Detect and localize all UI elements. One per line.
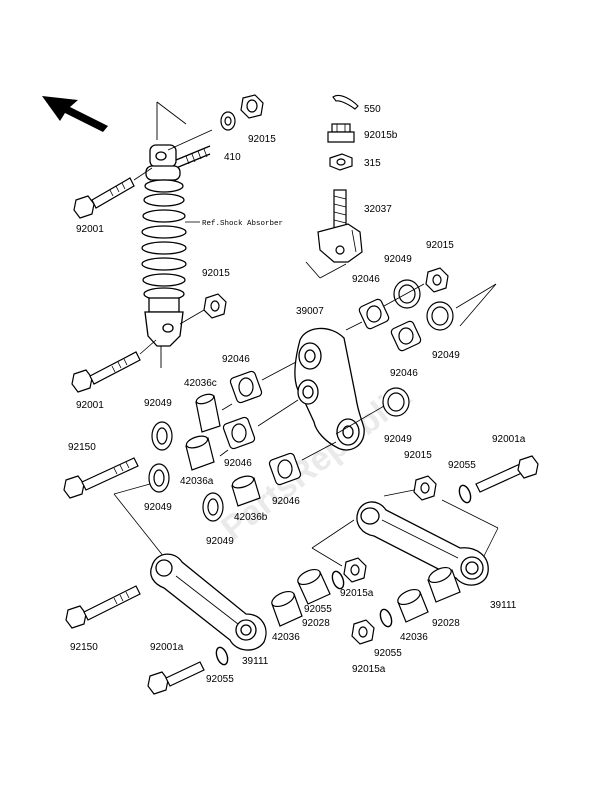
tie-rod-39111-right [356,501,489,586]
label-92046-l1: 92046 [222,354,250,365]
bolt-92001-mid [71,339,157,393]
label-410: 410 [224,152,241,163]
guide-lines-right-lower [311,489,499,567]
sleeve-42036b [231,475,261,507]
tie-rod-39111-left [150,553,267,651]
seal-92049-l3 [202,492,224,522]
bolt-92001-top [73,167,153,219]
label-92001a-r: 92001a [492,434,526,445]
nut-92015a-c [343,557,367,583]
o-ring-92055-c [331,570,345,590]
label-92049-l1: 92049 [144,398,172,409]
label-92015b: 92015b [364,130,398,141]
label-92055-r: 92055 [448,460,476,471]
nut-315 [329,153,353,171]
nut-92015-c [413,475,437,501]
sleeve-42036c [195,393,221,433]
label-92015-c: 92015 [404,450,432,461]
label-92055-l: 92055 [206,674,234,685]
guide-lines-left [113,361,337,563]
label-92049-r1: 92049 [384,254,412,265]
seal-92049-l2 [148,463,170,493]
cotter-pin-550 [332,94,359,110]
label-92046-l2: 92046 [224,458,252,469]
label-92001-top: 92001 [76,224,104,235]
label-92150-bottom: 92150 [70,642,98,653]
label-92015-r: 92015 [426,240,454,251]
rocker-arm-39007 [294,327,365,451]
label-92015a-c: 92015a [340,588,374,599]
label-42036-r: 42036 [400,632,428,643]
o-ring-92055-l [215,646,229,666]
sleeve-92028-c [297,568,331,605]
label-92001a-bottom: 92001a [150,642,184,653]
shock-absorber [141,101,211,368]
nut-92015a-b [351,619,375,645]
label-92028-c: 92028 [302,618,330,629]
bearing-92046-l2 [222,416,256,450]
seal-92049-r2 [426,301,454,331]
label-550: 550 [364,104,381,115]
guide-lines-right [335,283,497,435]
label-92055-b: 92055 [374,648,402,659]
seal-92049-c [382,387,410,417]
label-92150-top: 92150 [68,442,96,453]
bearing-92046-r2 [390,320,422,352]
label-92049-r2: 92049 [432,350,460,361]
reference-note: Ref.Shock Absorber [202,220,283,228]
label-92046-r2: 92046 [390,368,418,379]
bracket-32037 [305,189,363,279]
o-ring-92055-b [379,608,393,628]
sleeve-42036-r [397,588,429,623]
bearing-92046-r1 [358,298,390,330]
nut-92015-mid [179,293,227,325]
label-92049-l2: 92049 [144,502,172,513]
bolt-92150-bottom [65,585,141,629]
castle-nut-92015b [327,123,355,143]
label-92015-mid: 92015 [202,268,230,279]
nut-92015-r [425,267,449,293]
label-92001-mid: 92001 [76,400,104,411]
seal-92049-l1 [151,421,173,451]
sleeve-42036a [185,435,215,471]
label-315: 315 [364,158,381,169]
label-92015-top: 92015 [248,134,276,145]
label-42036-c: 42036 [272,632,300,643]
bolt-92001a-right [475,455,539,493]
label-92046-r1: 92046 [352,274,380,285]
nut-92015-top [240,94,264,119]
front-direction-arrow-icon [42,96,108,132]
label-92049-c: 92049 [384,434,412,445]
label-39007: 39007 [296,306,324,317]
bolt-92150-top [63,457,139,499]
sleeve-42036-c [271,590,303,627]
seal-92049-r1 [393,279,421,309]
sleeve-92028-r [427,566,461,603]
label-92015a-b: 92015a [352,664,386,675]
bearing-92046-c [268,452,302,486]
washer-410 [167,111,236,151]
label-39111-l: 39111 [242,656,269,667]
label-92028-r: 92028 [432,618,460,629]
o-ring-92055-r [458,484,472,504]
label-39111-r: 39111 [490,600,517,611]
bearing-92046-l1 [229,370,263,404]
label-42036a: 42036a [180,476,214,487]
label-42036b: 42036b [234,512,268,523]
bolt-92001a-bottom [147,661,205,695]
label-92046-c: 92046 [272,496,300,507]
label-42036c: 42036c [184,378,217,389]
label-92055-c: 92055 [304,604,332,615]
label-32037: 32037 [364,204,392,215]
label-92049-l3: 92049 [206,536,234,547]
